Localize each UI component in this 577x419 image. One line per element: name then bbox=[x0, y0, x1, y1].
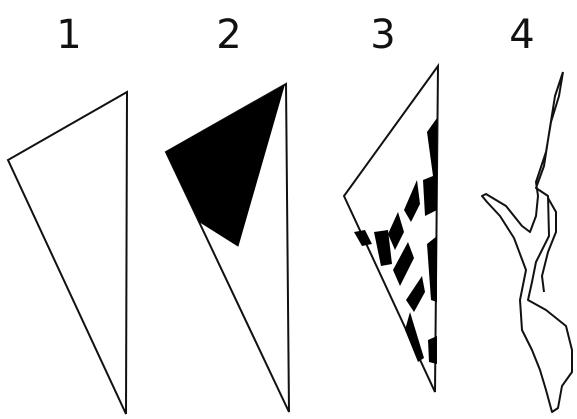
panel-label-3: 3 bbox=[370, 12, 395, 58]
panel-label-2: 2 bbox=[216, 12, 241, 58]
cut-region bbox=[406, 276, 425, 312]
cut-region bbox=[423, 118, 437, 216]
cut-region bbox=[166, 86, 284, 246]
cut-region bbox=[354, 230, 372, 246]
panel-label-1: 1 bbox=[56, 12, 81, 58]
cut-region bbox=[427, 236, 437, 302]
cut-region bbox=[405, 312, 424, 362]
cut-region bbox=[428, 336, 437, 364]
panel-1-folded-triangle bbox=[8, 92, 127, 414]
panel-label-4: 4 bbox=[509, 12, 534, 58]
cut-region bbox=[404, 180, 420, 222]
snowflake-outline bbox=[482, 72, 572, 412]
cut-region bbox=[393, 242, 414, 286]
cut-region bbox=[388, 212, 404, 250]
panel-3-cut-pattern bbox=[344, 66, 438, 392]
panel-2-cut-triangle bbox=[166, 84, 289, 412]
panel-4-unfolded-shape bbox=[482, 72, 572, 412]
triangle-outline bbox=[8, 92, 127, 414]
